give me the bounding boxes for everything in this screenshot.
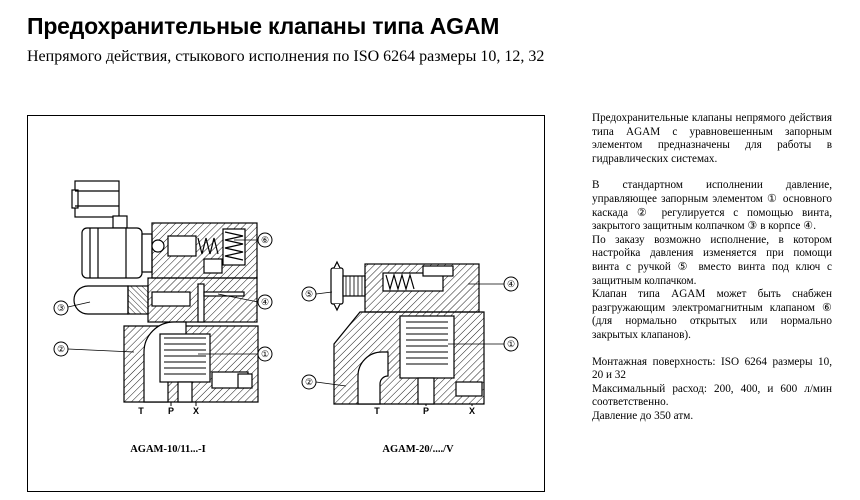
callout-6: ⑥ bbox=[234, 232, 273, 248]
solenoid-coil bbox=[81, 227, 153, 279]
callout-label: ① bbox=[507, 339, 515, 349]
right-valve-drawing: ⑤ ② ④ ① T P bbox=[301, 260, 519, 455]
description-column: Предохранительные клапаны непрямого дейс… bbox=[592, 112, 832, 423]
description-paragraph: По заказу возможно исполнение, в котором… bbox=[592, 233, 832, 287]
callout-label: ④ bbox=[507, 279, 515, 289]
valve-body-middle bbox=[147, 277, 258, 323]
valve-section-drawings: ③ ② ⑥ ④ ① bbox=[53, 180, 519, 455]
page-subtitle: Непрямого действия, стыкового исполнения… bbox=[27, 48, 545, 65]
description-paragraph: Максимальный расход: 200, 400, и 600 л/м… bbox=[592, 382, 832, 409]
port-t-label: T bbox=[374, 406, 380, 416]
left-valve-caption: AGAM-10/11...-I bbox=[130, 444, 206, 455]
callout-label: ④ bbox=[261, 297, 269, 307]
solenoid-connector bbox=[71, 180, 128, 229]
callout-3: ③ bbox=[53, 300, 91, 316]
drawing-frame: ③ ② ⑥ ④ ① bbox=[27, 115, 545, 492]
description-paragraph: В стандартном исполнении давление, управ… bbox=[592, 179, 832, 233]
port-p-label: P bbox=[168, 406, 174, 416]
description-paragraph: Клапан типа AGAM может быть снабжен разг… bbox=[592, 288, 832, 341]
left-valve-drawing: ③ ② ⑥ ④ ① bbox=[53, 180, 273, 455]
page-title: Предохранительные клапаны типа AGAM bbox=[27, 13, 500, 39]
callout-1: ① bbox=[198, 346, 273, 362]
callout-4: ④ bbox=[217, 293, 273, 310]
callout-label: ⑤ bbox=[305, 289, 313, 299]
port-t-label: T bbox=[138, 406, 144, 416]
callout-label: ⑥ bbox=[261, 235, 269, 245]
pilot-head bbox=[364, 263, 480, 313]
callout-4-right: ④ bbox=[468, 276, 519, 292]
port-x-label: X bbox=[469, 406, 475, 416]
port-x-label: X bbox=[193, 406, 199, 416]
description-paragraph: Монтажная поверхность: ISO 6264 размеры … bbox=[592, 355, 832, 382]
callout-2: ② bbox=[53, 341, 135, 357]
port-labels: T P X bbox=[138, 402, 199, 416]
description-paragraph: Предохранительные клапаны непрямого дейс… bbox=[592, 112, 832, 165]
port-p-label: P bbox=[423, 406, 429, 416]
valve-body-main-right bbox=[333, 311, 485, 405]
callout-label: ② bbox=[57, 344, 65, 354]
right-valve-caption: AGAM-20/..../V bbox=[382, 444, 454, 455]
adjustment-knob bbox=[330, 260, 366, 312]
callout-1-right: ① bbox=[448, 336, 519, 352]
callout-2-right: ② bbox=[301, 374, 347, 390]
callout-label: ② bbox=[305, 377, 313, 387]
valve-body-main bbox=[123, 321, 259, 403]
protective-cap bbox=[73, 285, 149, 315]
callout-5: ⑤ bbox=[301, 286, 333, 302]
pilot-body bbox=[151, 222, 258, 279]
callout-label: ① bbox=[261, 349, 269, 359]
description-paragraph: Давление до 350 атм. bbox=[592, 409, 694, 422]
port-labels-right: T P X bbox=[374, 404, 475, 416]
callout-label: ③ bbox=[57, 303, 65, 313]
